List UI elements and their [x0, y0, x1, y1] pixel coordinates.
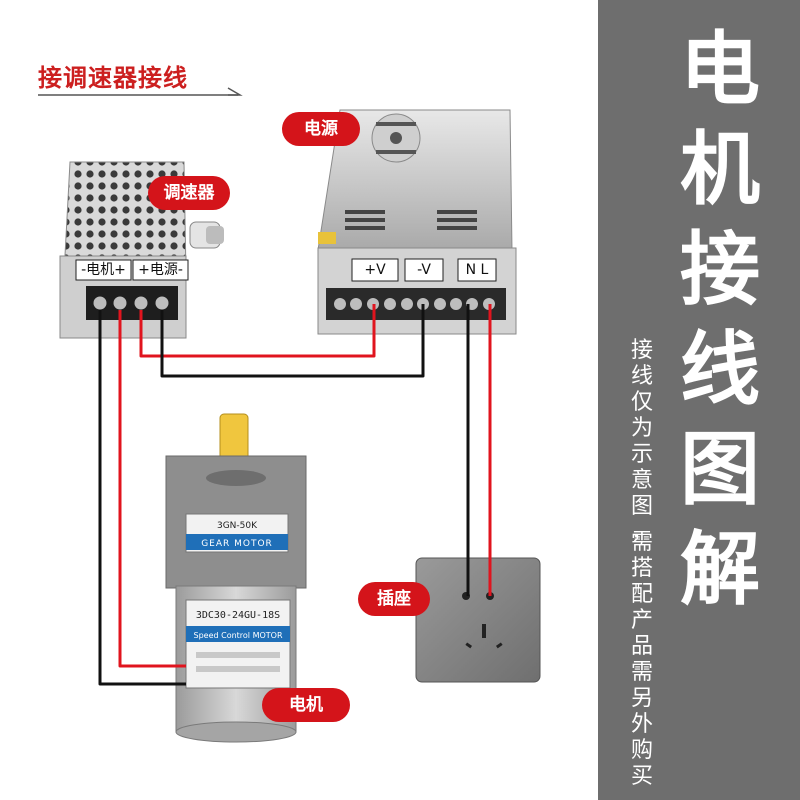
side-note-char: 仅: [630, 390, 653, 415]
power-supply-unit: [317, 109, 517, 335]
side-note-char: 购: [630, 738, 653, 763]
psu-positive-terminal-label: +V: [364, 262, 386, 278]
side-note-char: 另: [630, 686, 653, 711]
gearbox-model-label: 3GN-50K: [217, 521, 258, 531]
psu-nl-terminal-label: N L: [465, 262, 489, 278]
side-note-char: 搭: [630, 556, 653, 581]
side-note-line-1: 接 线 仅 为 示 意 图 ，: [626, 338, 658, 546]
gearbox-name-label: GEAR MOTOR: [201, 539, 273, 549]
side-note-char: 线: [630, 364, 653, 389]
side-title-char: 线: [680, 323, 760, 416]
psu-negative-terminal-label: -V: [417, 262, 431, 278]
wall-socket: [415, 557, 541, 683]
motor-spec-lines: [196, 652, 280, 672]
side-note-char: 买: [630, 764, 653, 789]
side-title-char: 机: [680, 123, 760, 216]
psu-fan-icon: [371, 113, 421, 163]
wires: [98, 304, 492, 686]
side-note-char: 外: [630, 712, 653, 737]
diagram-heading: 接调速器接线: [38, 64, 188, 92]
side-note-char: 需: [630, 660, 653, 685]
side-panel: [598, 0, 800, 800]
side-note-char: 配: [630, 582, 653, 607]
side-note-char: 产: [630, 608, 653, 633]
side-title-char: 接: [680, 223, 760, 316]
side-title-char: 解: [680, 523, 760, 616]
speed-controller-label: 调速器: [148, 176, 230, 210]
side-note-char: 为: [630, 416, 653, 441]
side-note-char: 需: [630, 530, 653, 555]
controller-motor-terminal-label: -电机+: [81, 262, 126, 278]
side-note-char: ，: [630, 520, 653, 545]
motor-name-label: Speed Control MOTOR: [193, 631, 282, 640]
motor-model-label: 3DC30-24GU-18S: [196, 610, 280, 621]
wire-motor-negative-black: [98, 310, 186, 686]
side-note-char: 示: [630, 442, 653, 467]
controller-power-terminal-label: +电源-: [138, 262, 183, 278]
power-supply-label: 电源: [282, 112, 360, 146]
wire-psu-negative-black: [160, 304, 425, 378]
socket-label: 插座: [358, 582, 430, 616]
side-note-line-2: 需 搭 配 产 品 需 另 外 购 买: [626, 530, 658, 790]
side-title: 电 机 接 线 图 解: [665, 20, 775, 620]
motor-label: 电机: [262, 688, 350, 722]
side-note-char: 品: [630, 634, 653, 659]
wire-motor-positive-red: [118, 310, 186, 668]
heading-arrow: [38, 87, 243, 96]
side-note-char: 意: [630, 468, 653, 493]
side-title-char: 图: [680, 423, 760, 516]
psu-vent-slots: [345, 210, 477, 230]
side-note-char: 接: [630, 338, 653, 363]
side-note-char: 图: [630, 494, 653, 519]
controller-terminal-screws: [93, 296, 169, 310]
wire-psu-positive-red: [139, 304, 376, 358]
speed-knob-icon: [189, 221, 224, 249]
side-title-char: 电: [680, 23, 760, 116]
